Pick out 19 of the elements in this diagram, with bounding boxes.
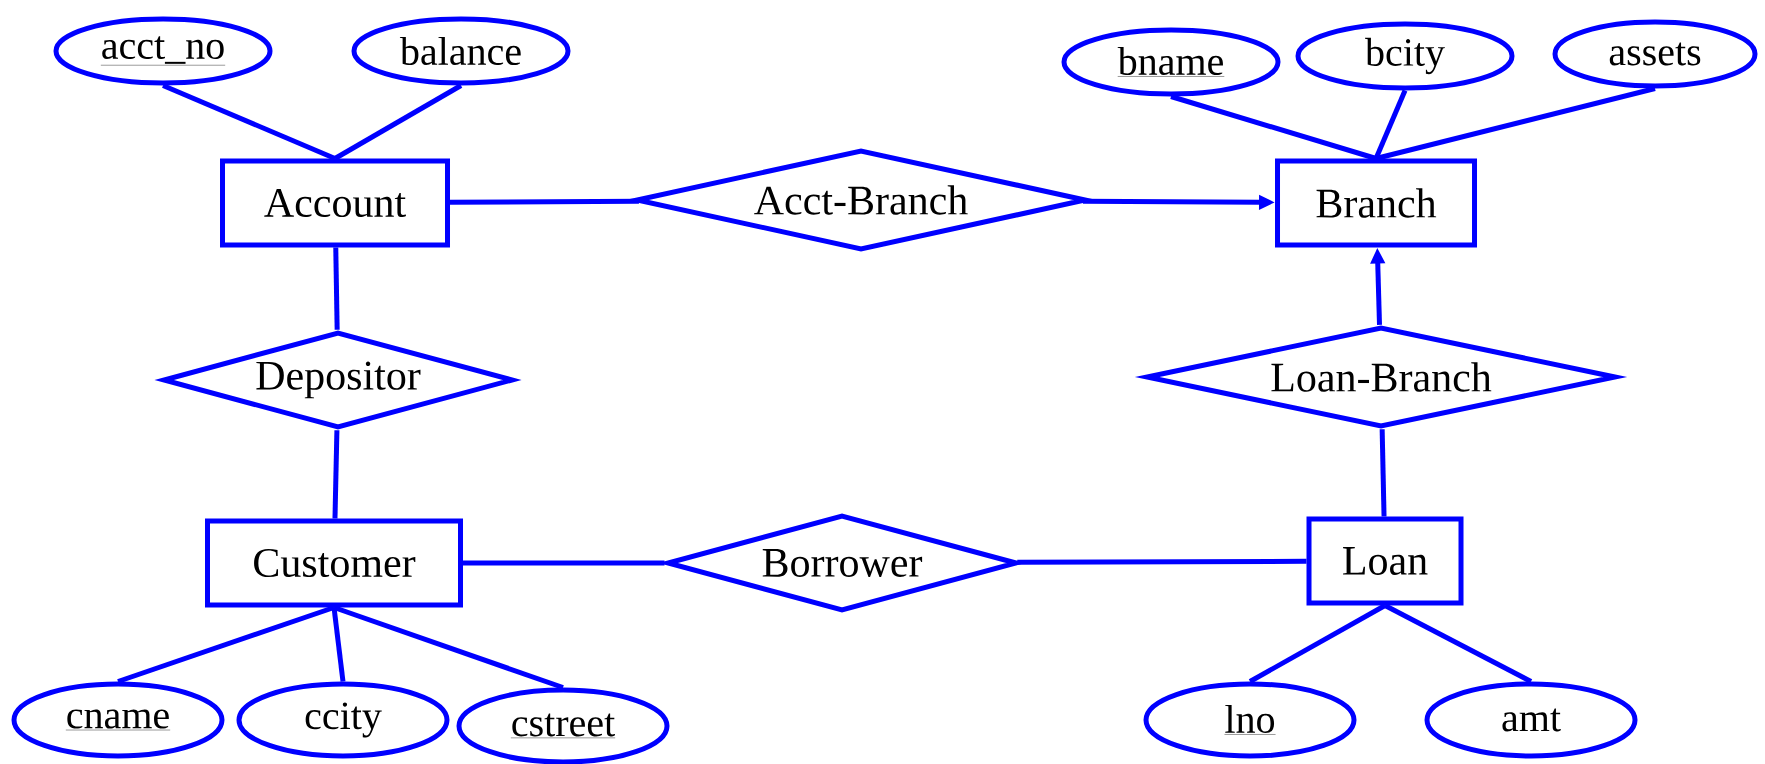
connector-line [1383, 603, 1533, 684]
connector-line [1375, 86, 1656, 161]
connector-line [1379, 429, 1387, 517]
connector-line [332, 430, 340, 519]
connector-line [450, 198, 639, 205]
entity-box: Customer [205, 518, 463, 608]
connector-line [1017, 558, 1307, 565]
connector-line [1170, 94, 1377, 161]
entity-box: Loan [1306, 516, 1464, 606]
connector-line [117, 605, 335, 684]
connector-line [333, 605, 564, 690]
connector-line [333, 247, 340, 330]
entity-box: Branch [1275, 158, 1477, 248]
connector-line [162, 83, 336, 161]
entity-box: Account [220, 158, 450, 248]
connector-line [463, 560, 665, 566]
connector-line [333, 83, 463, 161]
connector-line [1248, 603, 1387, 684]
connector-line [331, 607, 346, 682]
